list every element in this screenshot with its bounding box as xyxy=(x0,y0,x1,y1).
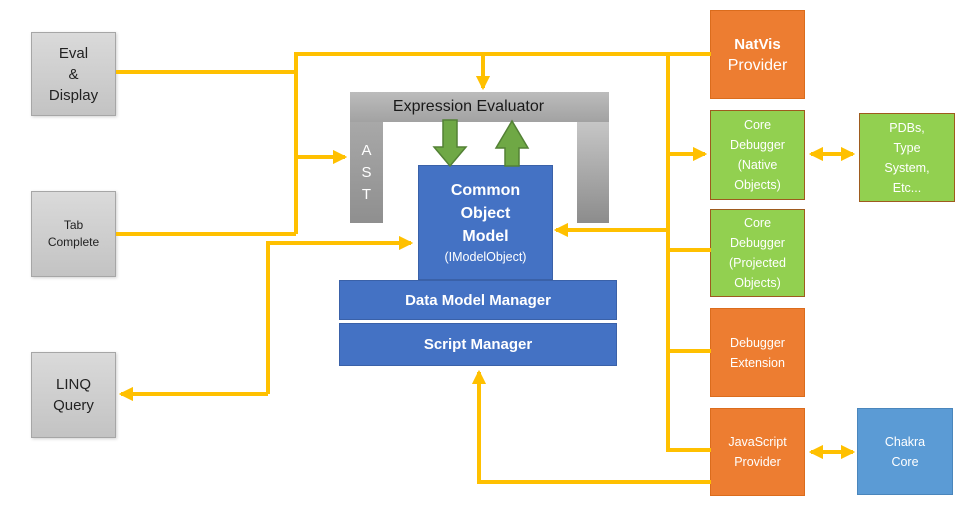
node-common-object-model-subtitle: (IModelObject) xyxy=(444,250,527,264)
node-eval-display-label: Eval & Display xyxy=(48,44,99,104)
green-up-arrow xyxy=(494,119,530,167)
node-chakra-core: Chakra Core xyxy=(857,408,953,495)
node-core-debugger-native: Core Debugger (Native Objects) xyxy=(710,110,805,200)
node-tab-complete: Tab Complete xyxy=(31,191,116,277)
node-tab-complete-label: Tab Complete xyxy=(47,218,100,249)
node-linq-query-label: LINQ Query xyxy=(53,376,94,414)
connector-jsprovider-to-script-manager xyxy=(471,369,711,484)
node-core-debugger-native-label: Core Debugger (Native Objects) xyxy=(730,118,785,192)
node-script-manager: Script Manager xyxy=(339,323,617,366)
node-expression-evaluator-label: Expression Evaluator xyxy=(392,98,545,115)
connector-right-bus xyxy=(666,54,711,452)
node-expression-evaluator: Expression Evaluator xyxy=(350,92,609,122)
expression-evaluator-right-column xyxy=(577,122,609,223)
node-natvis-provider-subtitle: Provider xyxy=(727,56,788,74)
node-debugger-extension: Debugger Extension xyxy=(710,308,805,397)
node-common-object-model-title: Common Object Model xyxy=(450,182,521,245)
node-pdbs-type-system-label: PDBs, Type System, Etc... xyxy=(884,120,930,195)
node-core-debugger-projected: Core Debugger (Projected Objects) xyxy=(710,209,805,297)
node-chakra-core-label: Chakra Core xyxy=(884,434,926,469)
node-eval-display: Eval & Display xyxy=(31,32,116,116)
node-core-debugger-projected-label: Core Debugger (Projected Objects) xyxy=(729,216,786,290)
node-linq-query: LINQ Query xyxy=(31,352,116,438)
node-natvis-provider-title: NatVis xyxy=(734,35,781,53)
node-natvis-provider: NatVis Provider xyxy=(710,10,805,99)
green-down-arrow xyxy=(432,119,468,168)
node-ast: A S T xyxy=(350,122,383,223)
node-data-model-manager-label: Data Model Manager xyxy=(405,291,551,309)
node-debugger-extension-label: Debugger Extension xyxy=(730,335,785,370)
node-ast-label: A S T xyxy=(361,141,372,203)
node-data-model-manager: Data Model Manager xyxy=(339,280,617,320)
node-javascript-provider-label: JavaScript Provider xyxy=(728,435,787,469)
node-javascript-provider: JavaScript Provider xyxy=(710,408,805,496)
node-pdbs-type-system: PDBs, Type System, Etc... xyxy=(859,113,955,202)
node-common-object-model: Common Object Model (IModelObject) xyxy=(418,165,553,280)
node-script-manager-label: Script Manager xyxy=(423,336,533,353)
